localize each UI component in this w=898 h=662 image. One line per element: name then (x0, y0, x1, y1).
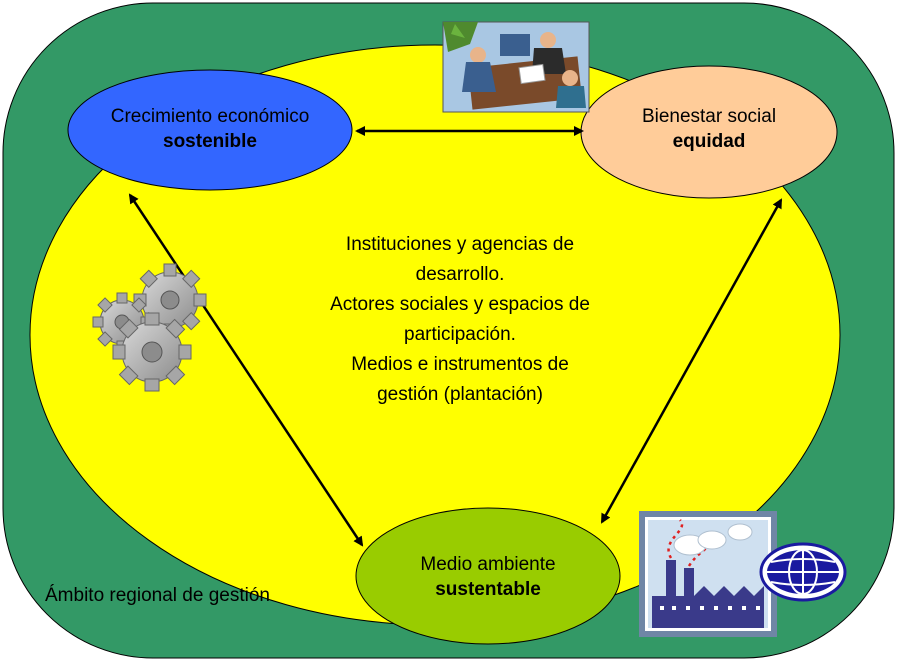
center-line: Instituciones y agencias de (345, 234, 575, 255)
gears-icon (92, 263, 207, 392)
center-line: Medios e instrumentos de (351, 354, 569, 375)
node-medio-title: Medio ambiente (420, 554, 556, 575)
center-line: gestión (plantación) (377, 384, 543, 405)
arrow-crecimiento-medio (128, 193, 364, 547)
node-crecimiento (67, 69, 353, 191)
region-label: Ámbito regional de gestión (45, 585, 270, 606)
node-crecimiento-bold: sostenible (163, 131, 257, 152)
node-medio (355, 507, 621, 645)
node-crecimiento-title: Crecimiento económico (110, 106, 310, 127)
arrow-bienestar-medio (600, 198, 783, 524)
center-line: Actores sociales y espacios de (330, 294, 590, 315)
node-bienestar-title: Bienestar social (641, 106, 777, 127)
node-bienestar-label: Bienestar social equidad (600, 104, 818, 154)
meeting-clipart-icon (442, 21, 590, 113)
node-bienestar-bold: equidad (672, 131, 746, 152)
node-bienestar-subtitle: equidad (600, 129, 818, 154)
center-line: participación. (404, 324, 516, 345)
node-medio-bold: sustentable (435, 579, 541, 600)
node-medio-subtitle: sustentable (372, 577, 604, 602)
center-description: Instituciones y agencias de desarrollo. … (290, 230, 630, 410)
factory-globe-icon (639, 511, 847, 637)
node-medio-label: Medio ambiente sustentable (372, 552, 604, 602)
center-line: desarrollo. (415, 264, 505, 285)
node-crecimiento-subtitle: sostenible (68, 129, 352, 154)
node-crecimiento-label: Crecimiento económico sostenible (68, 104, 352, 154)
